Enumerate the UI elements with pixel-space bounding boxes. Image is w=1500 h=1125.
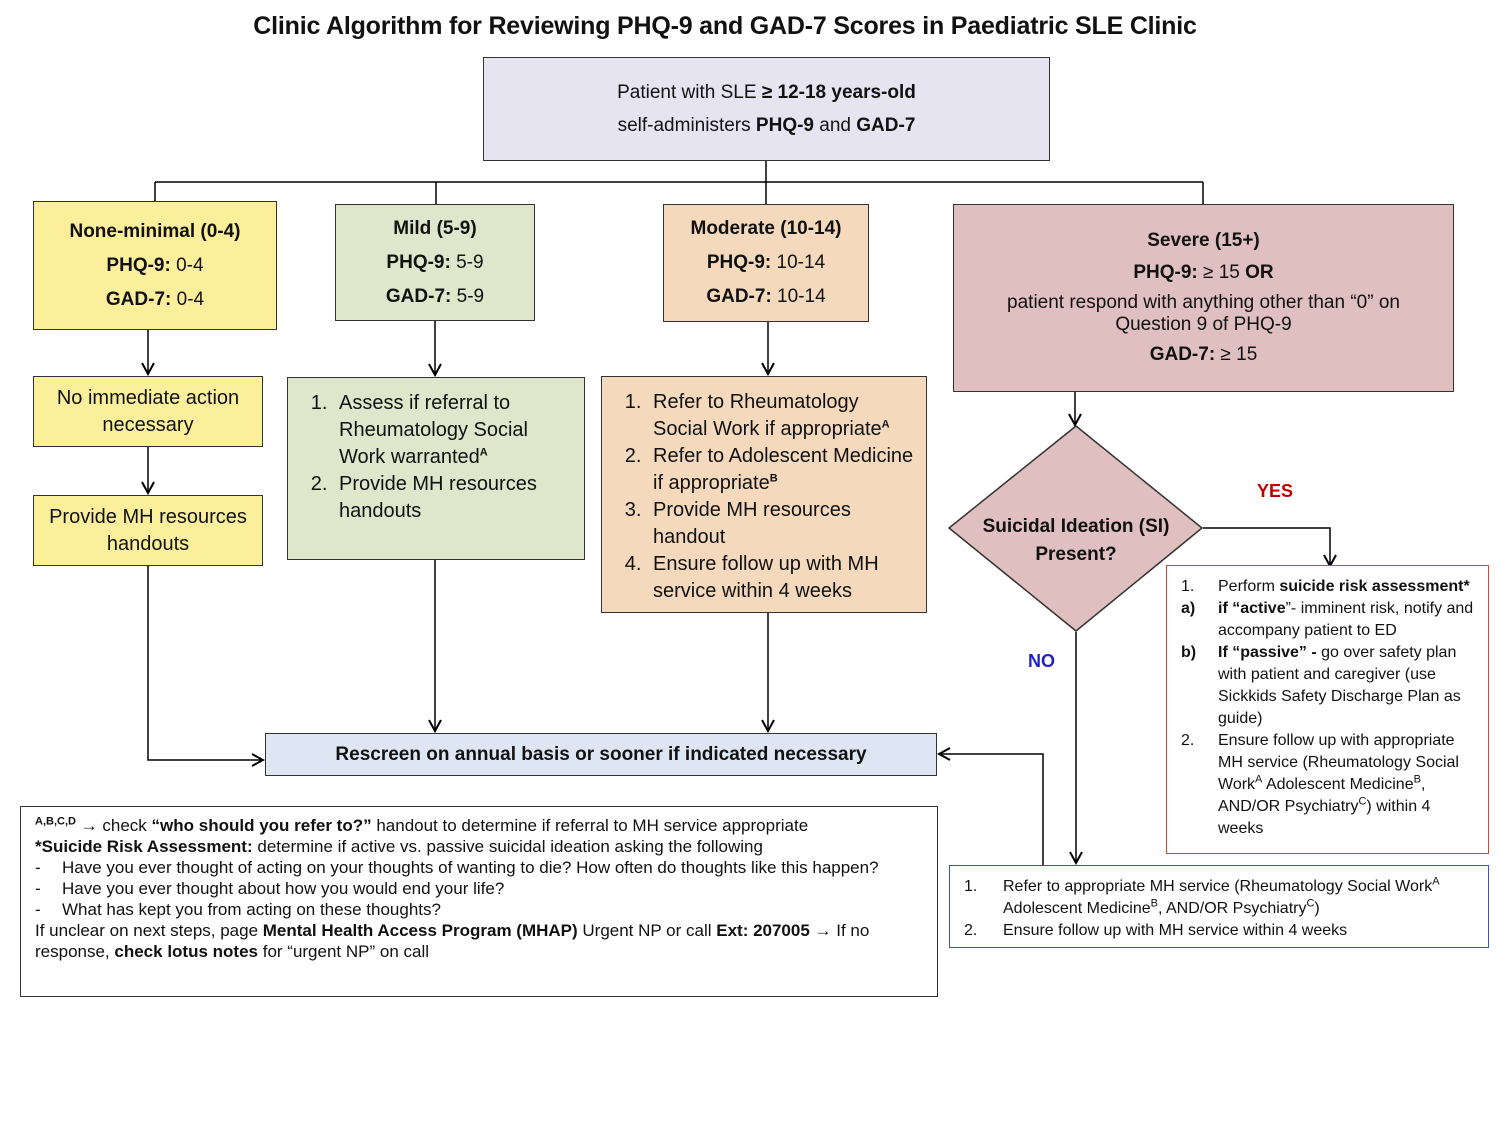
no-label: NO [1028, 651, 1055, 671]
mild-action-1: Assess if referral to Rheumatology Socia… [333, 390, 574, 471]
none-minimal-heading: None-minimal (0-4) [69, 220, 241, 242]
start-box: Patient with SLE ≥ 12-18 years-old self-… [483, 57, 1050, 161]
mild-action-2: Provide MH resources handouts [333, 471, 574, 525]
moderate-heading: Moderate (10-14) [690, 218, 842, 239]
moderate-action-2: Refer to Adolescent Medicine if appropri… [647, 443, 916, 497]
mild-box: Mild (5-9) PHQ-9: 5-9 GAD-7: 5-9 [335, 204, 535, 321]
none-minimal-box: None-minimal (0-4) PHQ-9: 0-4 GAD-7: 0-4 [33, 201, 277, 330]
notes-box: A,B,C,D → check “who should you refer to… [20, 806, 938, 997]
moderate-action-1: Refer to Rheumatology Social Work if app… [647, 389, 916, 443]
yes-label: YES [1257, 481, 1294, 501]
severe-box: Severe (15+) PHQ-9: ≥ 15 OR patient resp… [953, 204, 1454, 392]
no-actions-box: 1.Refer to appropriate MH service (Rheum… [949, 865, 1489, 948]
moderate-box: Moderate (10-14) PHQ-9: 10-14 GAD-7: 10-… [663, 204, 869, 322]
decision-diamond [947, 425, 1204, 632]
mild-heading: Mild (5-9) [393, 217, 477, 239]
decision-label: Suicidal Ideation (SI) Present? [982, 516, 1170, 565]
severe-heading: Severe (15+) [1147, 230, 1260, 251]
provide-handouts-box: Provide MH resources handouts [33, 495, 263, 566]
rescreen-box: Rescreen on annual basis or sooner if in… [265, 733, 937, 776]
mild-actions-box: Assess if referral to Rheumatology Socia… [287, 377, 585, 560]
moderate-action-4: Ensure follow up with MH service within … [647, 551, 916, 605]
no-immediate-action-box: No immediate action necessary [33, 376, 263, 447]
yes-actions-box: 1.Perform suicide risk assessment* a)if … [1166, 565, 1489, 854]
moderate-action-3: Provide MH resources handout [647, 497, 916, 551]
severe-note: patient respond with anything other than… [1007, 292, 1400, 335]
moderate-actions-box: Refer to Rheumatology Social Work if app… [601, 376, 927, 613]
page-title: Clinic Algorithm for Reviewing PHQ-9 and… [253, 12, 1197, 40]
